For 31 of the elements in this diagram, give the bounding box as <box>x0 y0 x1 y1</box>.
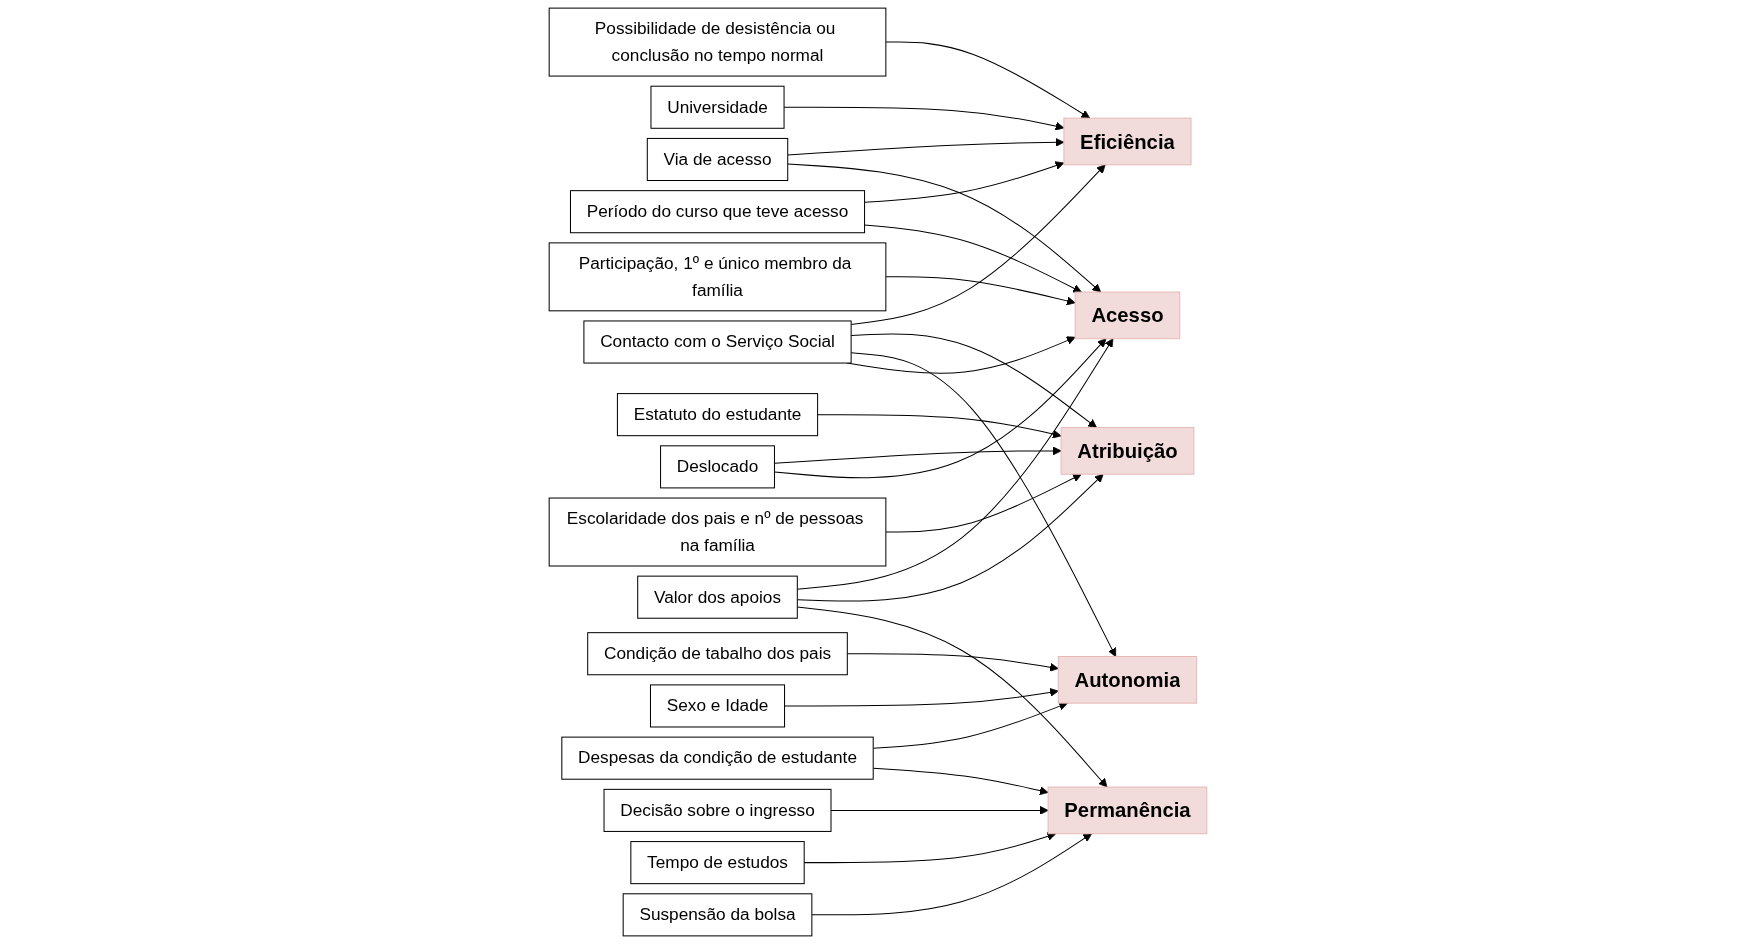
node-box: Permanência <box>1047 786 1208 835</box>
arrow <box>784 688 1059 707</box>
node-box: Tempo de estudos <box>630 841 805 885</box>
node-box: Contacto com o Serviço Social <box>583 320 852 364</box>
node-box: Participação, 1º e único membro da família <box>548 242 887 312</box>
arrow <box>817 414 1062 439</box>
node-box: Período do curso que teve acesso <box>569 190 866 234</box>
node-box: Eficiência <box>1063 117 1192 166</box>
node-box: Estatuto do estudante <box>616 393 819 437</box>
arrow <box>787 163 1102 293</box>
arrow <box>811 833 1093 916</box>
node-box: Via de acesso <box>646 137 789 181</box>
arrow <box>885 473 1082 533</box>
arrow <box>864 161 1065 203</box>
node-box: Escolaridade dos pais e nº de pessoas na família <box>548 497 887 567</box>
node-box: Possibilidade de desistência ou conclusão no tempo normal <box>548 7 887 77</box>
node-box: Valor dos apoios <box>637 575 798 619</box>
node-box: Condição de tabalho dos pais <box>587 632 848 676</box>
arrow <box>864 224 1082 293</box>
node-box: Atribuição <box>1060 427 1195 475</box>
node-box: Acesso <box>1074 291 1181 340</box>
node-box: Autonomia <box>1057 656 1198 704</box>
arrow <box>885 41 1091 119</box>
node-box: Sexo e Idade <box>649 684 786 728</box>
node-box: Deslocado <box>660 445 775 489</box>
node-box: Universidade <box>650 85 785 129</box>
arrow <box>885 276 1076 306</box>
node-box: Decisão sobre o ingresso <box>603 788 832 832</box>
node-box: Despesas da condição de estudante <box>561 736 874 780</box>
node-box: Suspensão da bolsa <box>622 893 813 937</box>
arrow <box>850 164 1106 326</box>
